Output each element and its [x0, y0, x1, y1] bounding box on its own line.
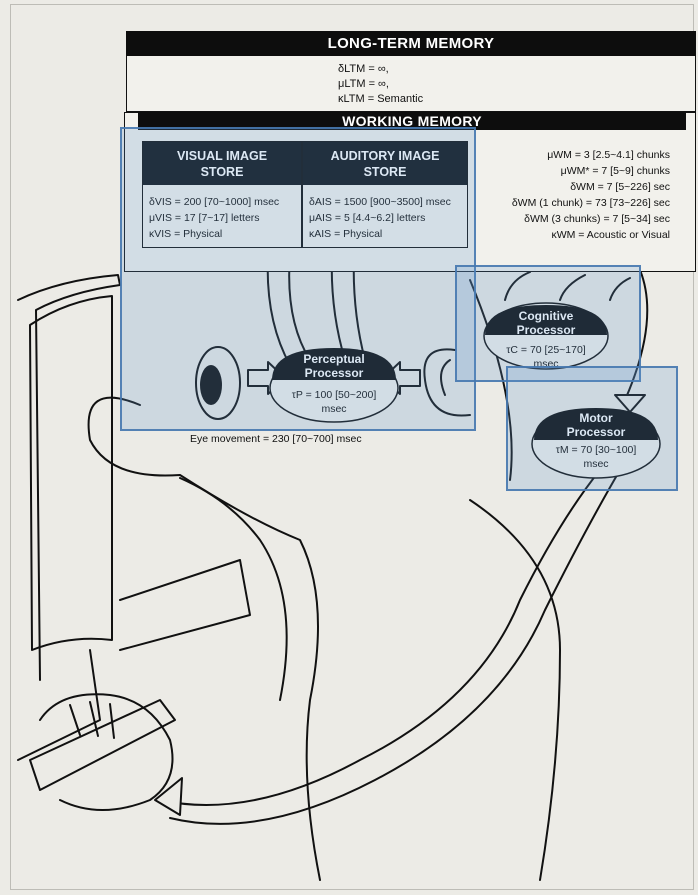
- monitor-screen: [29, 295, 113, 651]
- cognitive-to-motor: [624, 269, 649, 401]
- auditory-param-code: κAIS = Physical: [309, 228, 383, 240]
- motor-title-line2: Processor: [566, 425, 626, 439]
- cognitive-title-line2: Processor: [516, 323, 576, 337]
- visual-store-params: δVIS = 200 [70~1000] msec μVIS = 17 [7~1…: [149, 194, 279, 242]
- perceptual-processor-cap: [272, 348, 396, 380]
- perceptual-processor-param: τP = 100 [50~200] msec: [268, 388, 400, 416]
- visual-store-title-line2: STORE: [200, 164, 244, 179]
- perceptual-title-line1: Perceptual: [303, 352, 365, 366]
- chin-line: [179, 477, 288, 701]
- hand-fingers: [69, 701, 115, 739]
- ltm-params: δLTM = ∞, μLTM = ∞, κLTM = Semantic: [338, 62, 423, 107]
- eye-shape: [195, 346, 241, 420]
- auditory-param-capacity: μAIS = 5 [4.4~6.2] letters: [309, 212, 426, 224]
- monitor-stand: [17, 649, 101, 761]
- visual-param-code: κVIS = Physical: [149, 228, 223, 240]
- cognitive-system-highlight: [455, 265, 641, 382]
- wm-param-capacity-star: μWM* = 7 [5~9] chunks: [560, 165, 670, 177]
- wm-param-decay-1-chunk: δWM (1 chunk) = 73 [73~226] sec: [511, 197, 670, 209]
- visual-param-decay: δVIS = 200 [70~1000] msec: [149, 196, 280, 208]
- wm-header: WORKING MEMORY: [138, 112, 686, 130]
- ltm-param-code: κLTM = Semantic: [338, 93, 424, 105]
- ltm-header: LONG-TERM MEMORY: [126, 31, 696, 56]
- shoulder-line: [469, 499, 561, 881]
- motor-processor-title: Motor Processor: [546, 411, 646, 439]
- monitor-base: [119, 559, 251, 651]
- wm-params: μWM = 3 [2.5~4.1] chunks μWM* = 7 [5~9] …: [512, 147, 670, 243]
- perceptual-system-highlight: [120, 127, 476, 431]
- ltm-body: [126, 56, 696, 112]
- auditory-image-store: AUDITORY IMAGE STORE δAIS = 1500 [900~35…: [302, 141, 468, 248]
- perceptual-param-line2: msec: [321, 403, 347, 415]
- wm-param-decay: δWM = 7 [5~226] sec: [570, 181, 670, 193]
- ltm-title: LONG-TERM MEMORY: [327, 35, 495, 52]
- cognitive-loop-arrows: [504, 271, 631, 301]
- visual-store-title: VISUAL IMAGE STORE: [143, 142, 301, 185]
- ltm-param-capacity: μLTM = ∞,: [338, 78, 389, 90]
- auditory-store-params: δAIS = 1500 [900~3500] msec μAIS = 5 [4.…: [309, 194, 451, 242]
- perceptual-title-line2: Processor: [304, 366, 364, 380]
- auditory-param-decay: δAIS = 1500 [900~3500] msec: [309, 196, 451, 208]
- wm-param-capacity: μWM = 3 [2.5~4.1] chunks: [547, 149, 670, 161]
- head-back: [469, 279, 513, 481]
- motor-processor-param: τM = 70 [30~100] msec: [536, 443, 656, 471]
- motor-arrow-path-outer: [159, 469, 601, 806]
- page-border: [10, 4, 694, 890]
- cognitive-param-line1: τC = 70 [25~170]: [506, 344, 586, 356]
- ear-shape: [423, 348, 471, 417]
- motor-arrow-path-inner: [169, 469, 621, 825]
- visual-store-title-line1: VISUAL IMAGE: [176, 148, 268, 163]
- cognitive-processor-cap: [485, 305, 607, 335]
- motor-param-line2: msec: [583, 458, 609, 470]
- motor-system-highlight: [506, 366, 678, 491]
- hand-outline: [39, 693, 174, 811]
- motor-title-line1: Motor: [579, 411, 613, 425]
- auditory-store-title: AUDITORY IMAGE STORE: [303, 142, 467, 185]
- ear-inner: [440, 359, 451, 396]
- ltm-param-decay: δLTM = ∞,: [338, 63, 389, 75]
- keyboard-outline: [29, 699, 176, 791]
- auditory-store-title-line2: STORE: [363, 164, 407, 179]
- arrowhead-hand: [154, 777, 183, 816]
- visual-param-capacity: μVIS = 17 [7~17] letters: [149, 212, 260, 224]
- wm-param-decay-3-chunks: δWM (3 chunks) = 7 [5~34] sec: [524, 213, 670, 225]
- motor-param-line1: τM = 70 [30~100]: [555, 444, 637, 456]
- motor-processor-cap: [534, 408, 658, 440]
- wm-title: WORKING MEMORY: [342, 113, 482, 129]
- head-outline: [87, 396, 321, 881]
- visual-image-store: VISUAL IMAGE STORE δVIS = 200 [70~1000] …: [142, 141, 302, 248]
- eye-pupil: [200, 365, 222, 405]
- perceptual-processor-title: Perceptual Processor: [284, 352, 384, 380]
- cognitive-processor-title: Cognitive Processor: [496, 309, 596, 337]
- monitor-outline: [17, 274, 121, 681]
- arrowhead-motor: [614, 394, 646, 413]
- cognitive-title-line1: Cognitive: [518, 309, 574, 323]
- wm-param-code: κWM = Acoustic or Visual: [551, 229, 670, 241]
- perceptual-param-line1: τP = 100 [50~200]: [291, 389, 377, 401]
- eye-movement-label: Eye movement = 230 [70~700] msec: [190, 433, 362, 445]
- auditory-store-title-line1: AUDITORY IMAGE: [330, 148, 440, 163]
